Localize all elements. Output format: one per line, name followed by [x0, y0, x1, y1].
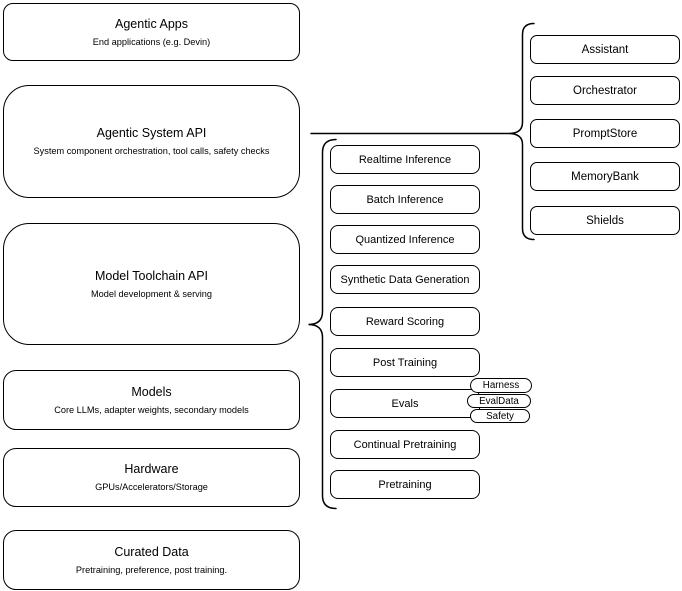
layer-subtitle: Core LLMs, adapter weights, secondary mo…: [54, 404, 249, 415]
system-component-label: Orchestrator: [573, 84, 637, 97]
system-components-stack: Assistant Orchestrator PromptStore Memor…: [530, 35, 680, 240]
toolchain-item: Post Training: [330, 348, 480, 377]
layer-subtitle: Pretraining, preference, post training.: [75, 564, 228, 575]
layer-title: Hardware: [124, 462, 179, 476]
toolchain-item-label: Quantized Inference: [355, 233, 455, 246]
layer-box: Agentic System API System component orch…: [3, 85, 300, 198]
toolchain-item-label: Synthetic Data Generation: [340, 273, 470, 286]
toolchain-item: Continual Pretraining: [330, 430, 480, 459]
layer-title: Agentic System API: [96, 126, 207, 140]
toolchain-item: Evals: [330, 389, 480, 418]
layer-box: Hardware GPUs/Accelerators/Storage: [3, 448, 300, 507]
toolchain-stack: Realtime Inference Batch Inference Quant…: [330, 145, 480, 505]
toolchain-item: Batch Inference: [330, 185, 480, 214]
system-component-label: Assistant: [581, 43, 629, 56]
toolchain-item: Realtime Inference: [330, 145, 480, 174]
system-component-item: Orchestrator: [530, 76, 680, 105]
toolchain-item: Quantized Inference: [330, 225, 480, 254]
system-component-item: PromptStore: [530, 119, 680, 148]
layer-title: Model Toolchain API: [94, 268, 209, 283]
layer-title: Models: [131, 384, 172, 399]
toolchain-item-label: Pretraining: [378, 478, 432, 491]
system-component-label: MemoryBank: [571, 170, 639, 183]
layer-subtitle: GPUs/Accelerators/Storage: [95, 482, 208, 492]
toolchain-item-label: Continual Pretraining: [353, 438, 457, 451]
layer-title: Agentic Apps: [115, 16, 188, 31]
toolchain-item: Reward Scoring: [330, 307, 480, 336]
toolchain-item-label: Batch Inference: [366, 193, 444, 206]
toolchain-item-label: Realtime Inference: [358, 153, 452, 166]
system-component-label: PromptStore: [572, 127, 638, 140]
layer-subtitle: System component orchestration, tool cal…: [33, 146, 270, 156]
system-component-label: Shields: [586, 214, 624, 227]
toolchain-item: Pretraining: [330, 470, 480, 499]
system-component-item: MemoryBank: [530, 162, 680, 191]
layer-box: Model Toolchain API Model development & …: [3, 223, 300, 345]
layer-box: Agentic Apps End applications (e.g. Devi…: [3, 3, 300, 61]
layer-subtitle: End applications (e.g. Devin): [92, 36, 211, 47]
layer-box: Models Core LLMs, adapter weights, secon…: [3, 370, 300, 430]
layer-box: Curated Data Pretraining, preference, po…: [3, 530, 300, 590]
layer-subtitle: Model development & serving: [90, 288, 213, 299]
layer-title: Curated Data: [114, 544, 189, 559]
toolchain-item: Synthetic Data Generation: [330, 265, 480, 294]
toolchain-item-label: Post Training: [372, 356, 438, 369]
system-component-item: Shields: [530, 206, 680, 235]
toolchain-item-label: Evals: [391, 397, 419, 410]
system-component-item: Assistant: [530, 35, 680, 64]
toolchain-item-label: Reward Scoring: [365, 315, 445, 328]
